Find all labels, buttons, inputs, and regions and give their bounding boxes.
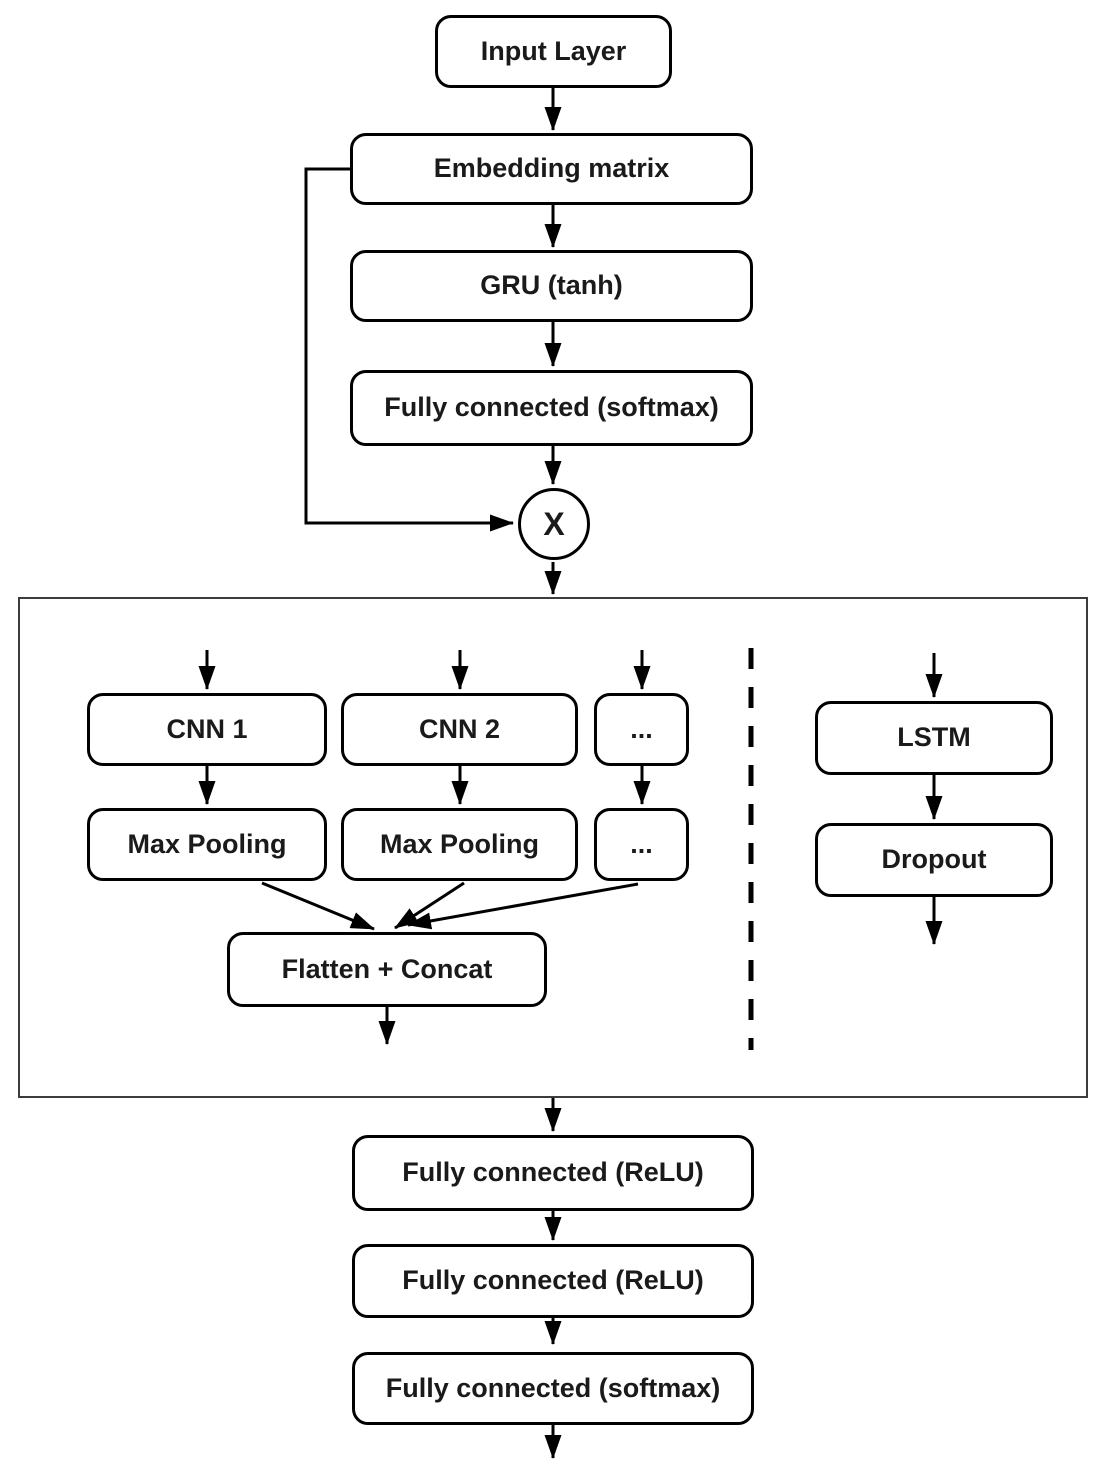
node-max-pooling-1: Max Pooling	[87, 808, 327, 881]
node-cnn-2: CNN 2	[341, 693, 578, 766]
node-gru-tanh: GRU (tanh)	[350, 250, 753, 322]
node-fully-connected-softmax-bottom: Fully connected (softmax)	[352, 1352, 754, 1425]
node-fully-connected-relu-2: Fully connected (ReLU)	[352, 1244, 754, 1318]
node-fully-connected-relu-1: Fully connected (ReLU)	[352, 1135, 754, 1211]
arrow-ellipsis2-to-flatten	[407, 882, 639, 930]
node-dropout: Dropout	[815, 823, 1053, 897]
node-cnn-1: CNN 1	[87, 693, 327, 766]
feedback-embedding-to-multiply	[304, 167, 514, 532]
node-embedding-matrix: Embedding matrix	[350, 133, 753, 205]
node-max-pooling-2: Max Pooling	[341, 808, 578, 881]
node-flatten-concat: Flatten + Concat	[227, 932, 547, 1007]
feature-extraction-container	[18, 597, 1088, 1098]
multiply-operator-circle: X	[518, 488, 590, 560]
node-fully-connected-softmax-top: Fully connected (softmax)	[350, 370, 753, 446]
arrow-maxpool1-to-flatten	[261, 881, 375, 931]
node-input-layer: Input Layer	[435, 15, 672, 88]
node-lstm: LSTM	[815, 701, 1053, 775]
node-pooling-ellipsis: ...	[594, 808, 689, 881]
arrow-maxpool2-to-flatten	[394, 881, 465, 930]
node-cnn-ellipsis: ...	[594, 693, 689, 766]
